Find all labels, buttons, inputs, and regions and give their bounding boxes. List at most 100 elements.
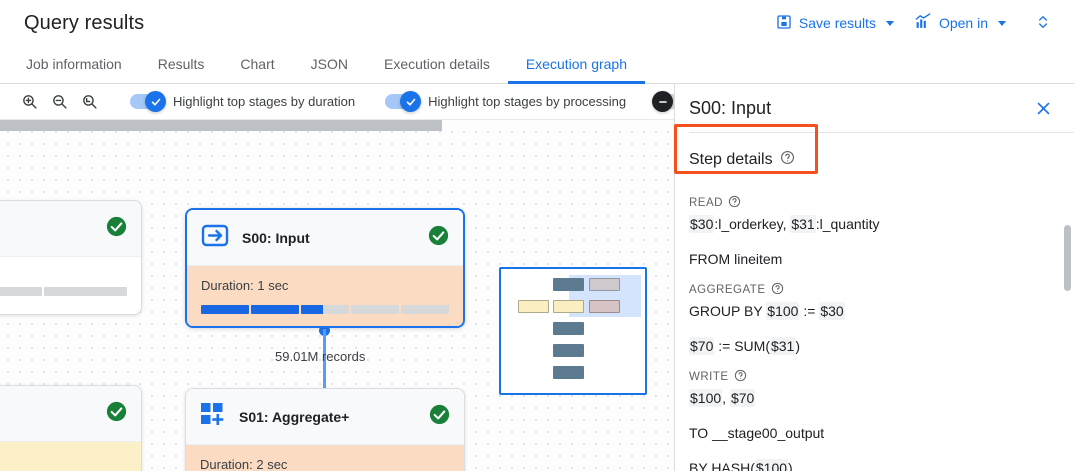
open-in-label: Open in <box>938 15 988 31</box>
write-by-hash-line: BY HASH($100) <box>689 458 1056 471</box>
zoom-reset-icon[interactable] <box>76 89 102 115</box>
node-body: Duration: 2 sec <box>186 445 464 471</box>
node-title: S00: Input <box>242 229 310 246</box>
minimap-node <box>553 300 584 313</box>
minimap-node <box>553 322 584 335</box>
node-body: Duration: 1 sec <box>187 266 463 326</box>
var-ref: $30 <box>689 215 715 233</box>
chevron-down-icon <box>998 20 1006 26</box>
text-frag: ) <box>795 338 801 354</box>
step-details-heading: Step details <box>689 133 1056 182</box>
text-frag: GROUP BY <box>689 303 767 319</box>
tab-json[interactable]: JSON <box>310 56 348 72</box>
minimap-node <box>553 344 584 357</box>
check-circle-icon <box>106 216 127 242</box>
close-icon[interactable] <box>1028 93 1058 123</box>
check-circle-icon <box>428 225 449 251</box>
help-circle-icon[interactable] <box>728 195 741 211</box>
read-from-line: FROM lineitem <box>689 251 783 267</box>
graph-node-partial-lower-left[interactable] <box>0 385 142 471</box>
toggle-processing-label: Highlight top stages by processing <box>428 94 627 109</box>
minimap-node <box>589 300 620 313</box>
progress-segment <box>401 305 449 314</box>
minimap-node <box>553 278 584 291</box>
toggle-switch-on[interactable] <box>130 91 166 112</box>
aggregate-plus-icon <box>200 402 226 432</box>
check-circle-icon <box>106 401 127 427</box>
aggregate-groupby-line: GROUP BY $100 := $30 <box>689 301 1056 321</box>
progress-segment <box>0 287 42 296</box>
graph-minimap[interactable] <box>499 267 647 395</box>
var-ref: $30 <box>819 302 845 320</box>
graph-node-s00[interactable]: S00: Input Duration: 1 sec <box>185 208 465 328</box>
tab-bar: Job information Results Chart JSON Execu… <box>0 46 1074 84</box>
graph-node-s01[interactable]: S01: Aggregate+ Duration: 2 sec <box>185 388 465 471</box>
canvas-hscrollbar-track[interactable] <box>0 120 674 131</box>
toggle-duration-label: Highlight top stages by duration <box>173 94 356 109</box>
node-body <box>0 442 141 471</box>
unfold-more-button[interactable] <box>1026 6 1060 40</box>
tab-execution-details[interactable]: Execution details <box>383 56 490 72</box>
aggregate-sum-line: $70 := SUM($31) <box>689 336 1056 356</box>
panel-header: S00: Input <box>675 84 1074 132</box>
tab-job-information[interactable]: Job information <box>26 56 122 72</box>
block-keyword-read: READ <box>689 195 1056 211</box>
toggle-switch-on[interactable] <box>385 91 422 112</box>
var-ref: $31 <box>790 215 816 233</box>
step-details-panel: S00: Input Step details READ <box>674 84 1074 471</box>
node-duration-label: Duration: 2 sec <box>200 457 288 471</box>
graph-toolbar: Highlight top stages by duration Highlig… <box>0 84 691 120</box>
tab-chart[interactable]: Chart <box>240 56 275 72</box>
node-progress-bar <box>201 305 449 314</box>
node-header <box>0 386 141 442</box>
graph-node-partial-upper-left[interactable] <box>0 200 142 315</box>
panel-title: S00: Input <box>689 97 772 118</box>
text-frag: BY HASH( <box>689 460 755 471</box>
text-frag: := SUM( <box>714 338 770 354</box>
block-keyword-write: WRITE <box>689 369 1056 385</box>
edge-label: 59.01M records <box>275 349 366 364</box>
save-results-label: Save results <box>798 15 876 31</box>
chart-icon <box>914 13 932 33</box>
panel-vscrollbar-thumb[interactable] <box>1064 225 1071 291</box>
toggle-knob <box>652 91 674 112</box>
node-header: S01: Aggregate+ <box>186 389 464 445</box>
help-circle-icon[interactable] <box>780 150 795 170</box>
unfold-more-icon <box>1035 13 1051 34</box>
minimap-node <box>589 278 620 291</box>
toggle-highlight-processing[interactable]: Highlight top stages by processing <box>385 91 627 112</box>
minimap-node <box>553 366 584 379</box>
minimap-node <box>518 300 549 313</box>
zoom-controls <box>16 89 102 115</box>
title-bar: Query results Save results <box>0 0 1074 46</box>
help-circle-icon[interactable] <box>771 282 784 298</box>
var-ref: $100 <box>754 459 789 471</box>
node-duration-label: Duration: 1 sec <box>201 278 289 293</box>
var-ref: $31 <box>769 337 796 355</box>
save-results-button[interactable]: Save results <box>766 8 904 39</box>
progress-segment <box>351 305 399 314</box>
write-to-line: TO __stage00_output <box>689 425 825 441</box>
var-ref: $100 <box>766 302 800 320</box>
check-circle-icon <box>429 404 450 430</box>
var-ref: $100 <box>689 389 723 407</box>
keyword-label: WRITE <box>689 371 729 383</box>
help-circle-icon[interactable] <box>734 369 747 385</box>
open-in-button[interactable]: Open in <box>904 7 1016 39</box>
zoom-in-icon[interactable] <box>16 89 42 115</box>
tab-results[interactable]: Results <box>157 56 205 72</box>
tab-execution-graph[interactable]: Execution graph <box>507 47 646 84</box>
toggle-knob <box>145 91 166 112</box>
zoom-out-icon[interactable] <box>46 89 72 115</box>
text-frag: :l_orderkey, <box>714 216 791 232</box>
read-columns-line: $30:l_orderkey, $31:l_quantity <box>689 214 1056 234</box>
progress-segment <box>43 287 127 296</box>
execution-graph-canvas[interactable]: 59.01M records S00: Input Duration: 1 se… <box>0 120 674 471</box>
panel-divider <box>689 132 1074 133</box>
node-header: S00: Input <box>187 210 463 266</box>
node-header <box>0 201 141 257</box>
write-vars-line: $100, $70 <box>689 388 1056 408</box>
canvas-hscrollbar-thumb[interactable] <box>0 120 442 131</box>
toggle-highlight-duration[interactable]: Highlight top stages by duration <box>130 91 356 112</box>
keyword-label: AGGREGATE <box>689 284 766 296</box>
